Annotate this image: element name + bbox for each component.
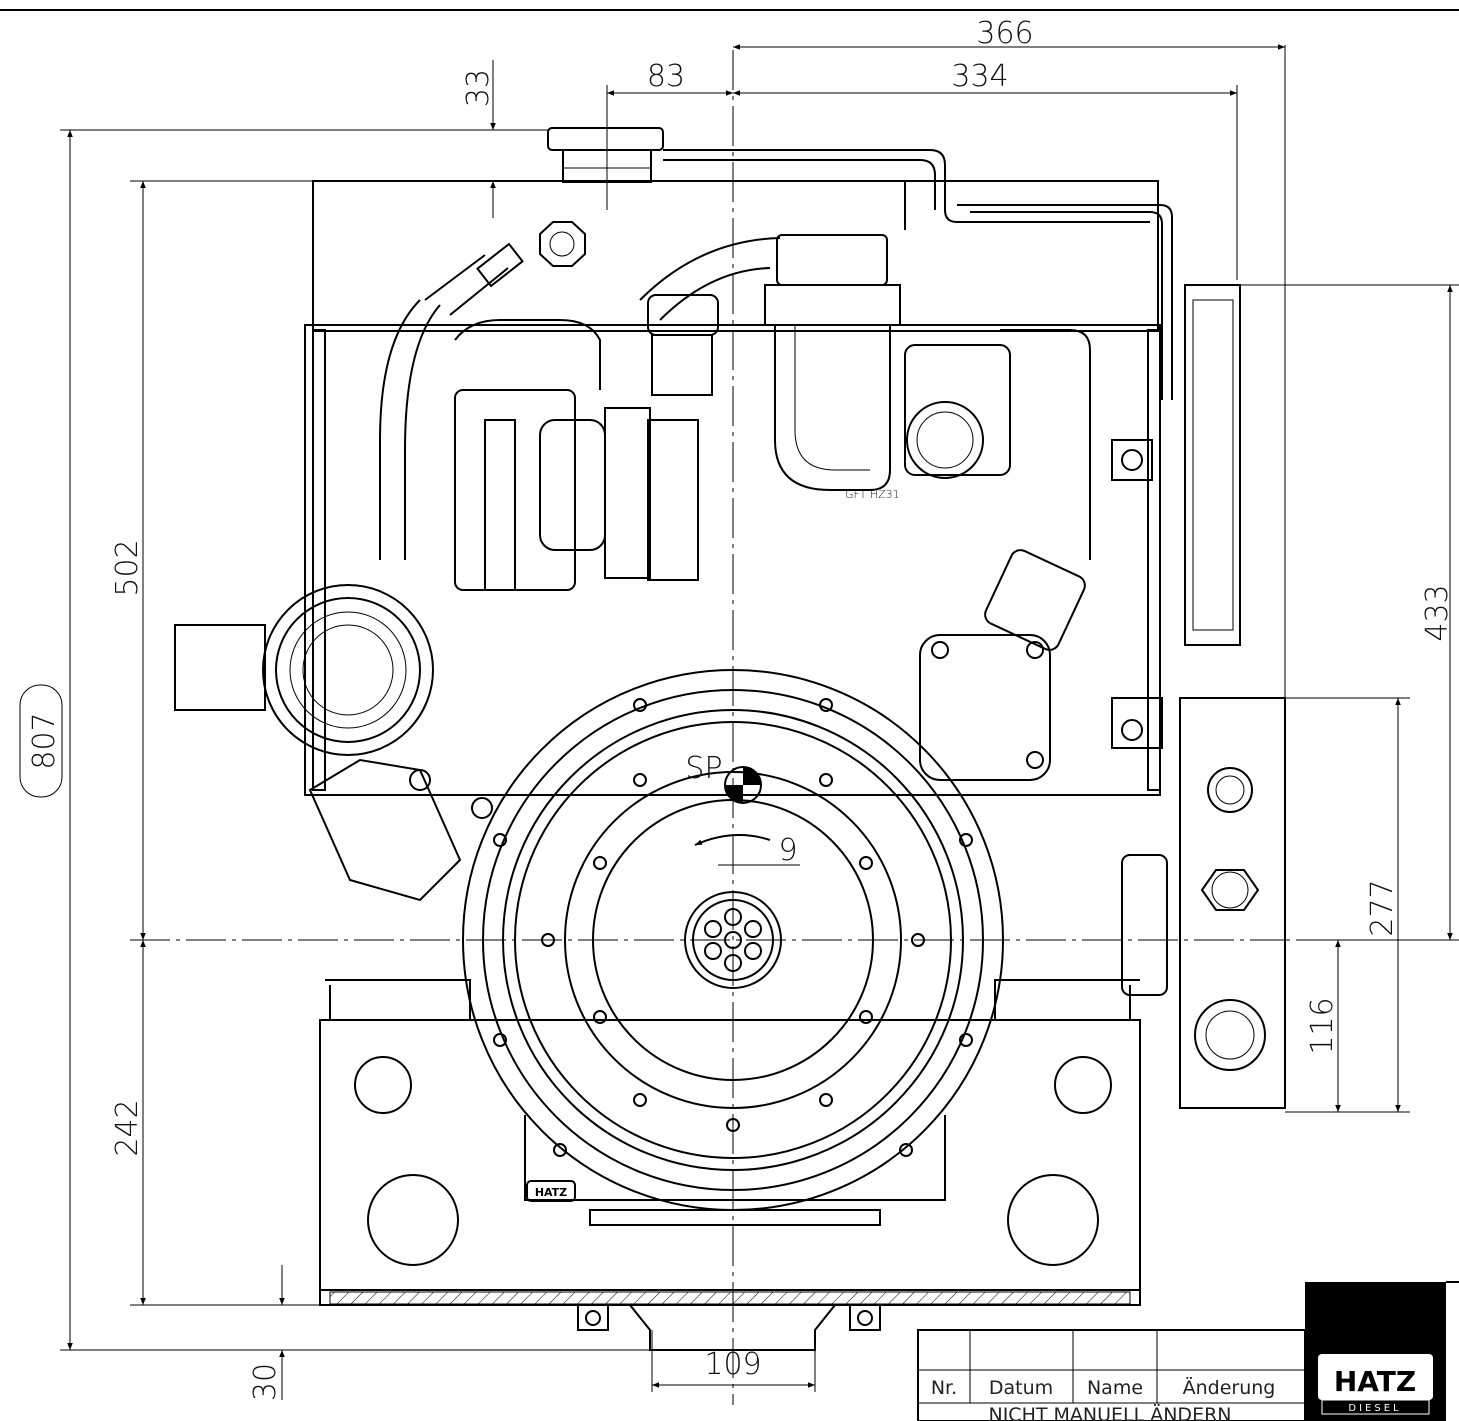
hatz-diesel-logo (1318, 1354, 1433, 1415)
title-footer-note: NICHT MANUELL ÄNDERN (988, 1403, 1231, 1421)
dim-807: 807 (27, 712, 62, 769)
dim-242: 242 (110, 1099, 145, 1156)
center-of-gravity-label: SP (685, 751, 722, 786)
housing-marking: GFT HZ31 (845, 488, 900, 501)
dim-30: 30 (248, 1363, 283, 1401)
title-col-aenderung: Änderung (1183, 1376, 1276, 1399)
dim-9-rotation: 9 (778, 833, 797, 868)
dimension-lines (60, 44, 1459, 1400)
hatz-plate (526, 1180, 576, 1202)
engine-body (174, 127, 1286, 1351)
hatz-plate-text: HATZ (535, 1186, 567, 1199)
dim-502: 502 (110, 539, 145, 596)
dim-116: 116 (1305, 997, 1340, 1054)
dim-807-frame (19, 684, 63, 798)
logo-subtext: DIESEL (1348, 1403, 1401, 1414)
title-col-datum: Datum (989, 1377, 1053, 1399)
dim-277: 277 (1365, 879, 1400, 936)
title-col-nr: Nr. (931, 1377, 957, 1399)
dim-109: 109 (704, 1347, 761, 1382)
dim-433: 433 (1420, 584, 1455, 641)
logo-text: HATZ (1334, 1365, 1416, 1398)
dim-33: 33 (461, 69, 496, 107)
dim-334: 334 (951, 59, 1008, 94)
dim-366: 366 (976, 16, 1033, 51)
dim-83: 83 (647, 59, 685, 94)
title-col-name: Name (1087, 1377, 1143, 1399)
